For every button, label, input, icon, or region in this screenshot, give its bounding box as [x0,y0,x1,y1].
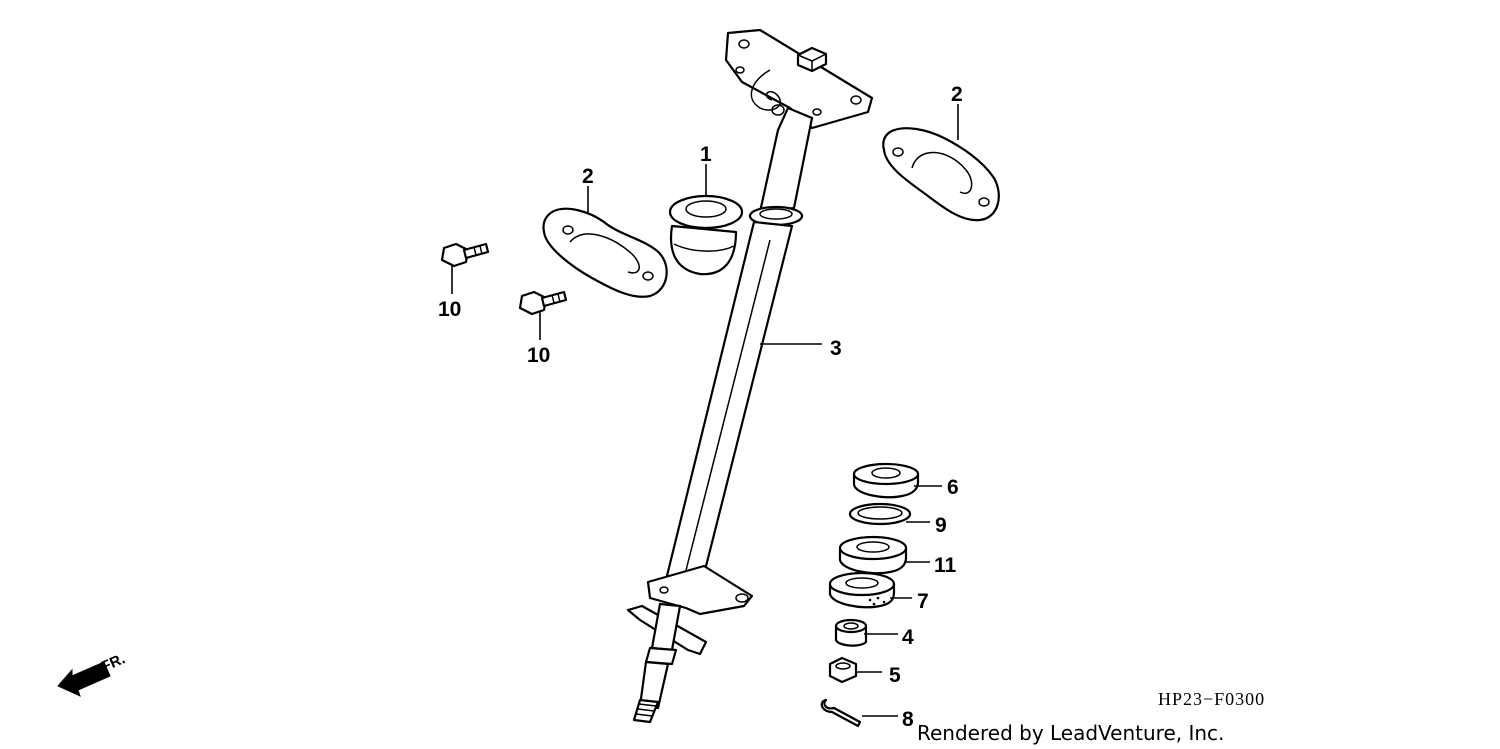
front-direction-label: FR. [99,650,128,675]
callout-7: 7 [917,590,929,613]
callout-10-lower: 10 [527,344,550,367]
callout-2-left: 2 [582,165,594,188]
castle-nut-part [828,656,858,684]
callout-9: 9 [935,514,947,537]
callout-6: 6 [947,476,959,499]
bolt-part-upper [440,242,490,268]
bolt-part-lower [518,290,568,316]
steering-shaft-part [626,28,874,724]
holder-part-left [542,207,668,298]
credit-text: Rendered by LeadVenture, Inc. [917,721,1224,745]
callout-8: 8 [902,708,914,731]
oil-seal-part [828,571,896,609]
bearing-part [838,535,908,575]
callout-5: 5 [889,664,901,687]
leader-lines [451,104,959,717]
callout-1: 1 [700,143,712,166]
callout-2-right: 2 [951,83,963,106]
cotter-pin-part [820,698,862,728]
collar-part [834,618,868,647]
diagram-code: HP23−F0300 [1158,689,1265,709]
callout-3: 3 [830,337,842,360]
arrow-left-down-icon [57,661,111,697]
callout-11: 11 [934,554,957,577]
o-ring-part [848,502,912,526]
bearing-cap-part [852,462,920,499]
callout-10-upper: 10 [438,298,461,321]
callout-4: 4 [902,626,914,649]
holder-part-right [882,127,1000,222]
bushing-part [668,194,744,276]
